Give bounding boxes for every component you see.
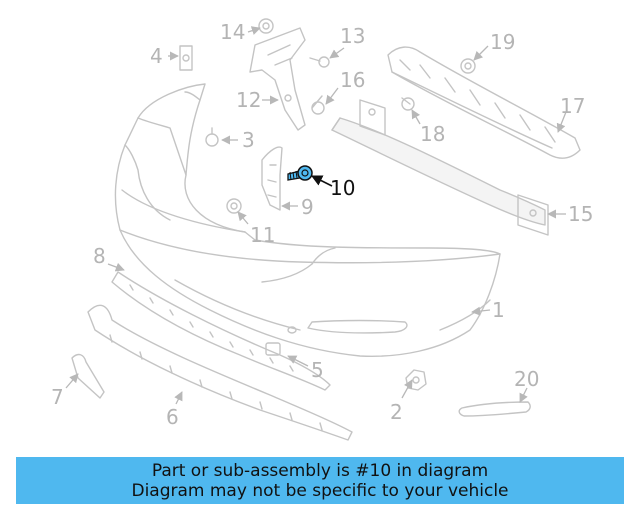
callout-14: 14 xyxy=(220,20,245,44)
callout-9: 9 xyxy=(301,195,314,219)
callout-3: 3 xyxy=(242,128,255,152)
parts-diagram: 1 2 3 4 5 6 7 8 9 10 11 12 13 14 15 16 1… xyxy=(51,18,593,441)
bracket-2-part xyxy=(405,369,427,391)
callout-17: 17 xyxy=(560,94,585,118)
lower-trim-part xyxy=(87,304,353,441)
reinforcement-beam-part xyxy=(331,99,549,236)
callout-12: 12 xyxy=(236,88,261,112)
upper-bracket-part xyxy=(249,27,306,131)
callout-6: 6 xyxy=(166,405,179,429)
side-bracket-part xyxy=(261,146,283,211)
callout-20: 20 xyxy=(514,367,539,391)
reflector-part xyxy=(71,353,105,399)
callout-numbers: 1 2 3 4 5 6 7 8 9 10 11 12 13 14 15 16 1… xyxy=(51,20,593,429)
callout-8: 8 xyxy=(93,244,106,268)
sensor-bracket-part xyxy=(265,342,281,356)
bumper-cover-part xyxy=(114,83,501,357)
callout-10[interactable]: 10 xyxy=(330,176,355,200)
screw-10-highlighted[interactable] xyxy=(287,165,313,181)
callout-5: 5 xyxy=(311,358,324,382)
callout-7: 7 xyxy=(51,385,64,409)
fasteners xyxy=(179,18,476,214)
callout-13: 13 xyxy=(340,24,365,48)
banner-line-2: Diagram may not be specific to your vehi… xyxy=(131,480,509,501)
reflector-trim-part xyxy=(458,401,531,417)
banner-line-1: Part or sub-assembly is #10 in diagram xyxy=(151,460,489,481)
callout-15: 15 xyxy=(568,202,593,226)
callout-2: 2 xyxy=(390,400,403,424)
callout-18: 18 xyxy=(420,122,445,146)
leader-lines xyxy=(65,26,567,405)
callout-11: 11 xyxy=(250,223,275,247)
callout-16: 16 xyxy=(340,68,365,92)
callout-1: 1 xyxy=(492,298,505,322)
molding-part xyxy=(111,271,331,391)
energy-absorber-part xyxy=(387,46,581,159)
callout-19: 19 xyxy=(490,30,515,54)
info-banner: Part or sub-assembly is #10 in diagram D… xyxy=(16,457,624,504)
callout-4: 4 xyxy=(150,44,163,68)
